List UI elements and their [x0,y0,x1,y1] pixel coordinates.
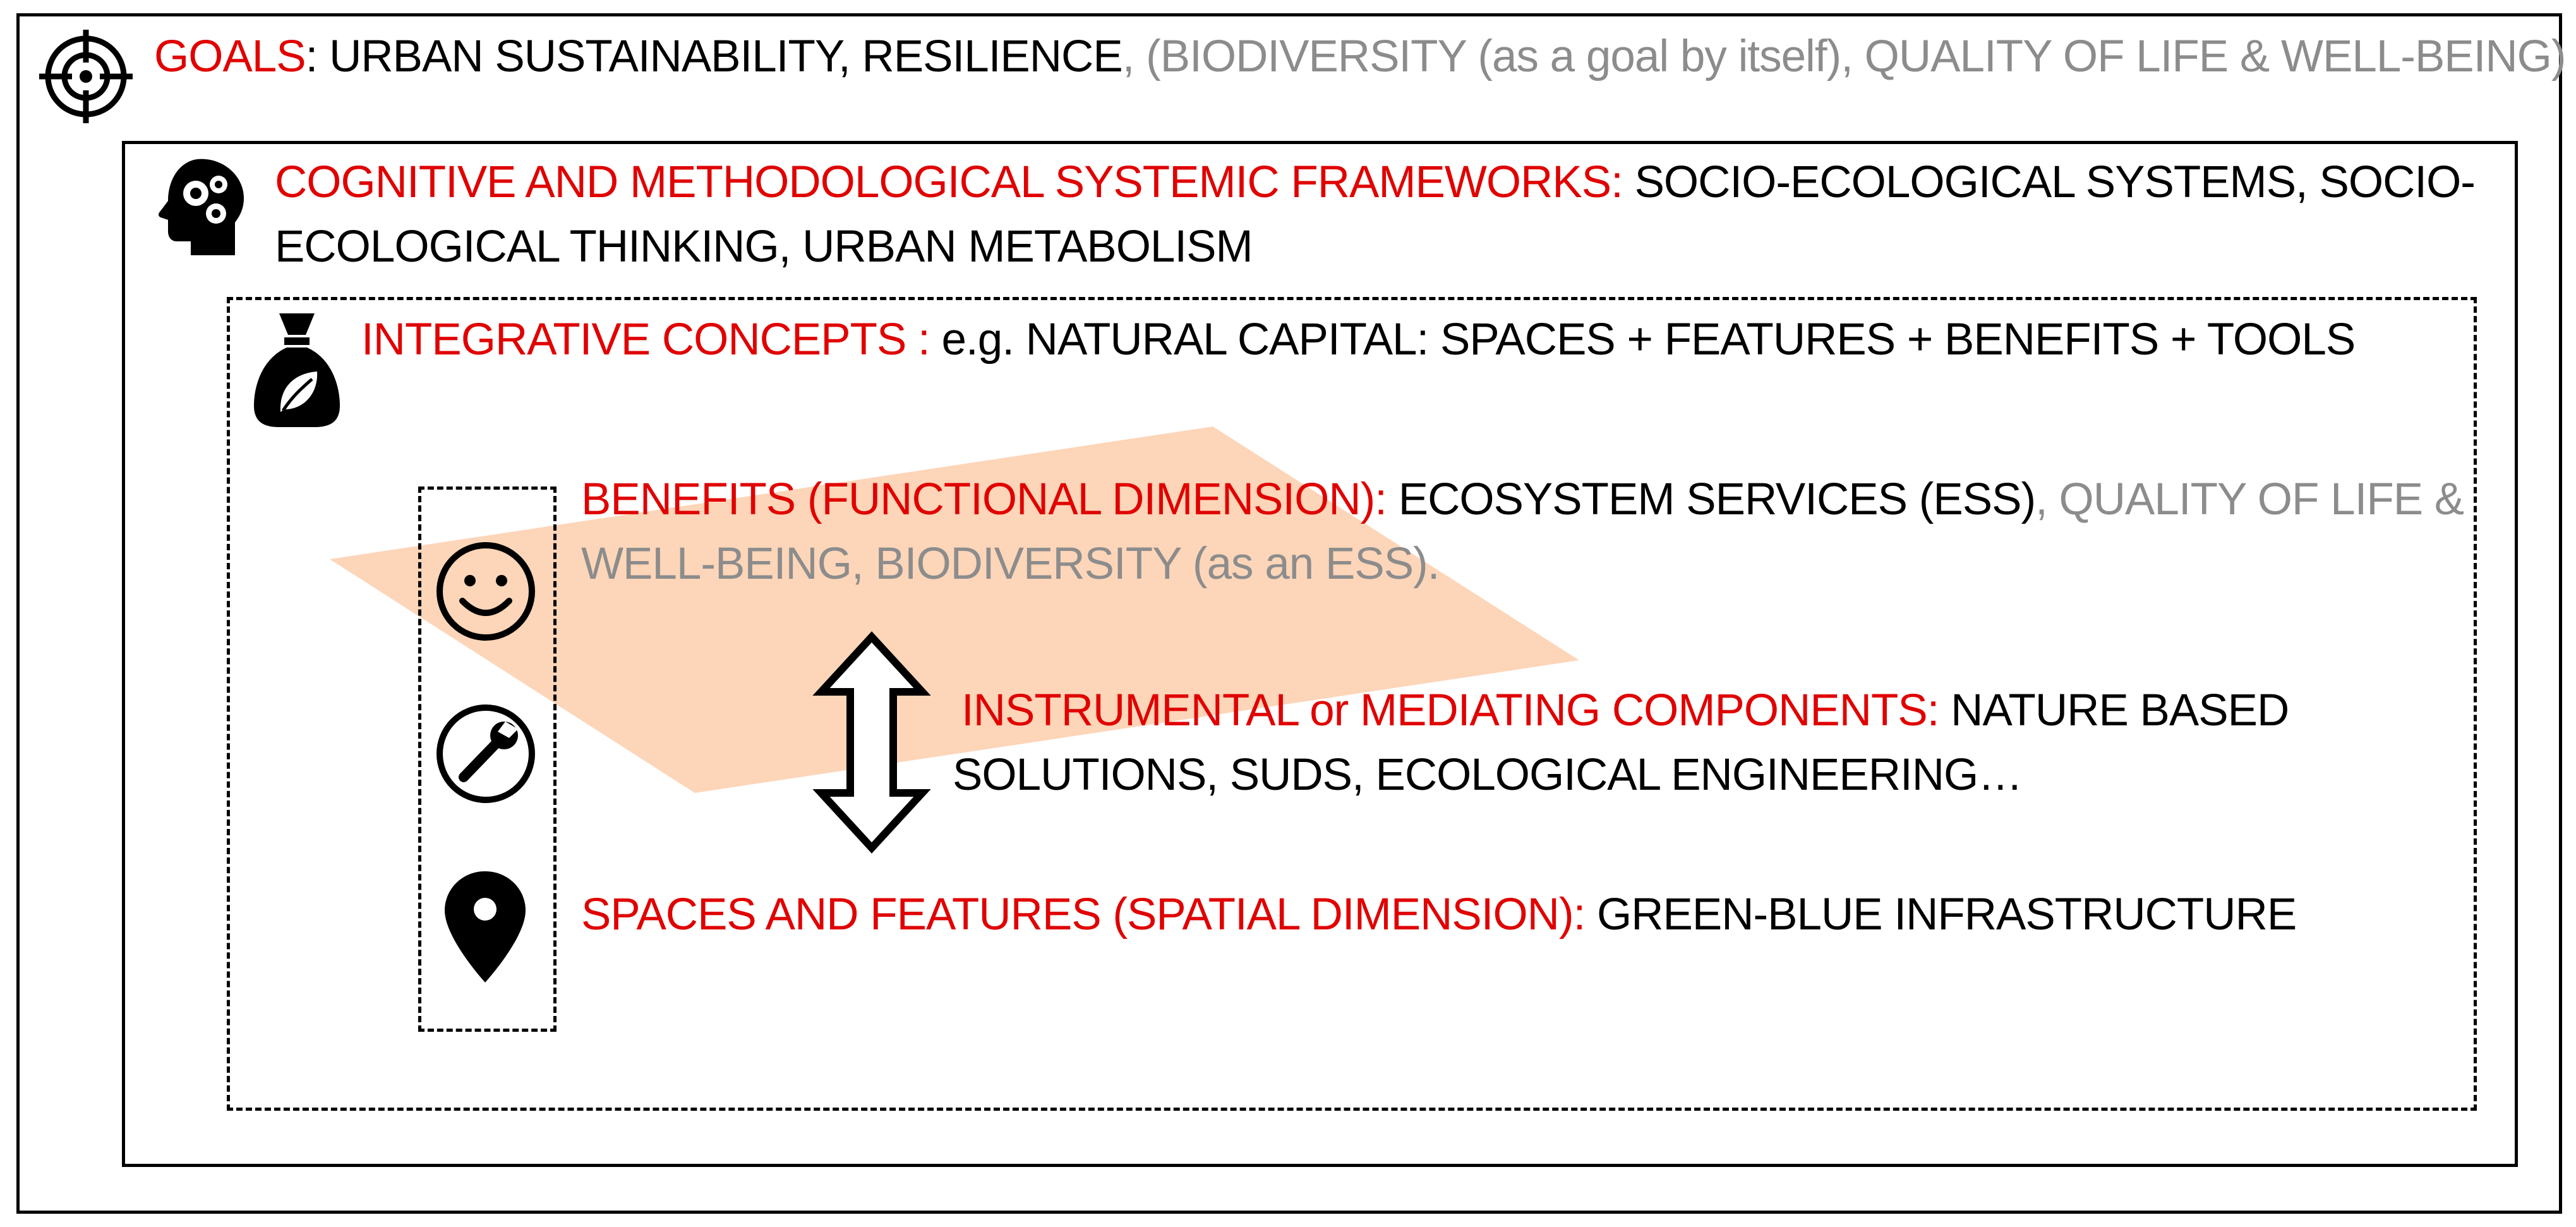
benefits-line-2: WELL-BEING, BIODIVERSITY (as an ESS). [581,533,1440,596]
icon-column-frame [418,487,557,1032]
wrench-icon [436,704,535,803]
instrumental-line-1: INSTRUMENTAL or MEDIATING COMPONENTS: NA… [961,679,2289,742]
benefits-label: BENEFITS (FUNCTIONAL DIMENSION): [581,474,1387,524]
instrumental-text-2: SOLUTIONS, SUDS, ECOLOGICAL ENGINEERING… [953,750,2023,800]
benefits-line-1: BENEFITS (FUNCTIONAL DIMENSION): ECOSYST… [581,468,2464,531]
frameworks-text-1: SOCIO-ECOLOGICAL SYSTEMS, SOCIO- [1622,157,2476,207]
frameworks-frame [122,141,2518,1167]
money-bag-leaf-icon [254,313,340,427]
head-gears-icon [159,159,244,255]
integrative-concepts-frame [227,297,2477,1111]
frameworks-text-2: ECOLOGICAL THINKING, URBAN METABOLISM [275,222,1253,272]
goals-text-extra: , (BIODIVERSITY (as a goal by itself), Q… [1122,32,2567,82]
goals-label: GOALS [154,32,306,82]
benefits-text-extra-1: , QUALITY OF LIFE & [2035,474,2464,524]
goals-frame [16,13,2562,1214]
smiley-face-icon [436,542,535,641]
concepts-label: INTEGRATIVE CONCEPTS : [361,315,942,365]
concepts-text: e.g. NATURAL CAPITAL: SPACES + FEATURES … [941,315,2356,365]
spaces-text: GREEN-BLUE INFRASTRUCTURE [1585,890,2297,940]
frameworks-line-1: COGNITIVE AND METHODOLOGICAL SYSTEMIC FR… [275,151,2476,214]
benefits-text: ECOSYSTEM SERVICES (ESS) [1386,474,2036,524]
instrumental-text-1: NATURE BASED [1939,686,2289,735]
concepts-line: INTEGRATIVE CONCEPTS : e.g. NATURAL CAPI… [361,308,2356,372]
goals-separator: : [305,32,330,82]
spaces-line: SPACES AND FEATURES (SPATIAL DIMENSION):… [581,883,2297,946]
benefits-text-extra-2: WELL-BEING, BIODIVERSITY (as an ESS). [581,539,1440,589]
spaces-label: SPACES AND FEATURES (SPATIAL DIMENSION): [581,890,1586,940]
frameworks-label: COGNITIVE AND METHODOLOGICAL SYSTEMIC FR… [275,157,1623,207]
map-pin-icon [445,871,526,982]
target-icon [39,30,133,123]
goals-text: URBAN SUSTAINABILITY, RESILIENCE [329,32,1123,82]
instrumental-line-2: SOLUTIONS, SUDS, ECOLOGICAL ENGINEERING… [953,744,2023,807]
instrumental-label: INSTRUMENTAL or MEDIATING COMPONENTS: [961,686,1939,735]
goals-line: GOALS: URBAN SUSTAINABILITY, RESILIENCE,… [154,25,2567,88]
frameworks-line-2: ECOLOGICAL THINKING, URBAN METABOLISM [275,215,1253,279]
